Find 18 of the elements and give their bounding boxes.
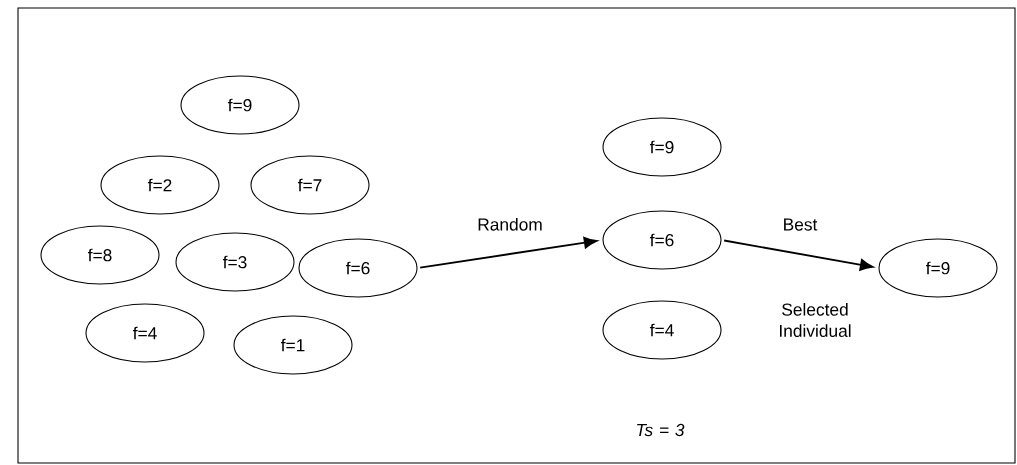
ellipse-node: f=9: [180, 75, 300, 135]
text-label: Selected Individual: [780, 302, 851, 338]
edge-label: Best: [784, 218, 818, 231]
ellipse-node: f=9: [878, 238, 998, 298]
ellipse-node: f=4: [602, 300, 722, 360]
ellipse-node: f=4: [85, 303, 205, 363]
ellipse-node: f=6: [602, 210, 722, 270]
edge-label: Random: [478, 217, 542, 231]
ellipse-node: f=1: [233, 315, 353, 375]
ellipse-node: f=6: [298, 238, 418, 298]
ellipse-node: f=8: [40, 225, 160, 285]
arrow: [419, 236, 598, 269]
ellipse-node: f=7: [250, 155, 370, 215]
arrow: [723, 239, 874, 271]
text-label: Ts = 3: [637, 423, 685, 437]
ellipse-node: f=2: [100, 155, 220, 215]
ellipse-node: f=9: [602, 117, 722, 177]
ellipse-node: f=3: [175, 232, 295, 292]
